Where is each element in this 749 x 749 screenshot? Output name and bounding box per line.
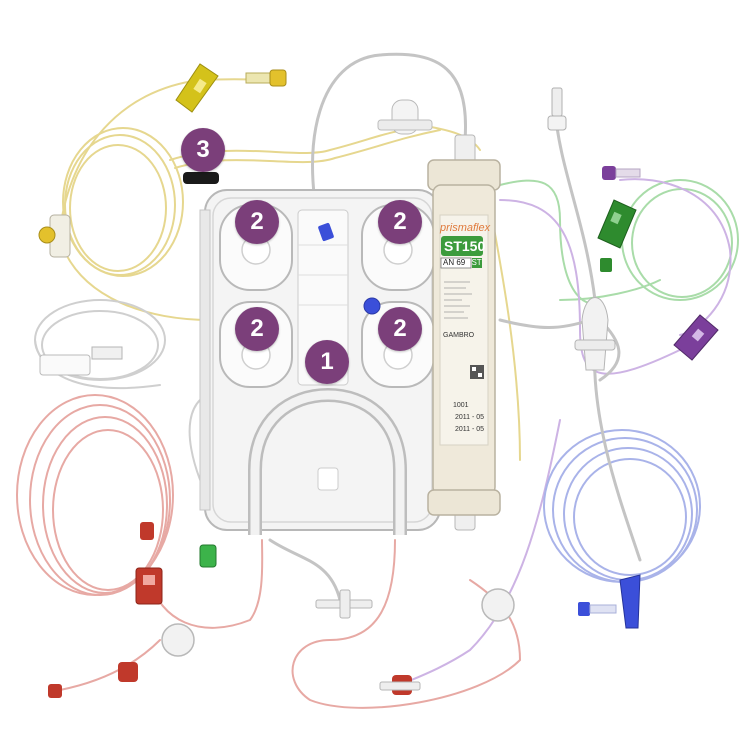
t-connector-icon [315,589,421,691]
badge-cartridge: 1 [305,340,349,384]
blue-cap [363,297,381,315]
filter-model-text: ST150 [444,238,486,254]
badge-clamp: 3 [181,128,225,172]
line-label-tag [39,346,123,376]
tube-clamp-icon [175,63,219,113]
tube-clamp-icon [597,199,637,272]
components [38,63,719,698]
filter-membrane-suffix: ST [471,258,482,267]
filter-brand: prismaflex [440,222,491,234]
tube-clamp-icon [673,314,719,361]
luer-connector-icon [38,214,71,258]
filter-lot: 1001 [453,402,469,409]
filter-membrane: AN 69 ST [443,258,482,267]
grey-tube-coil [34,299,221,521]
pressure-pod-icon [377,99,433,135]
hemofilter [427,134,501,531]
filter-date-2: 2011 - 05 [455,426,485,433]
filter-model: ST150 [444,238,485,254]
luer-connector-icon [602,166,641,180]
badge-pump-segment-1: 2 [235,200,279,244]
filter-maker: GAMBRO [443,332,475,339]
blue-connector [318,222,334,242]
black-clamp [183,172,219,184]
tube-clamp-icon [578,574,641,629]
drip-chamber-icon [547,87,616,371]
red-tube-coil [16,394,522,709]
filter-membrane-text: AN 69 [443,258,466,267]
badge-pump-segment-3: 2 [235,307,279,351]
luer-connector-icon [245,69,287,87]
filter-date-1: 2011 - 05 [455,414,485,421]
pressure-pod-icon [161,588,515,657]
badge-pump-segment-4: 2 [378,307,422,351]
green-connector [199,544,217,568]
tube-clamp-icon [48,522,412,698]
model-label-plate [441,236,483,256]
badge-pump-segment-2: 2 [378,200,422,244]
